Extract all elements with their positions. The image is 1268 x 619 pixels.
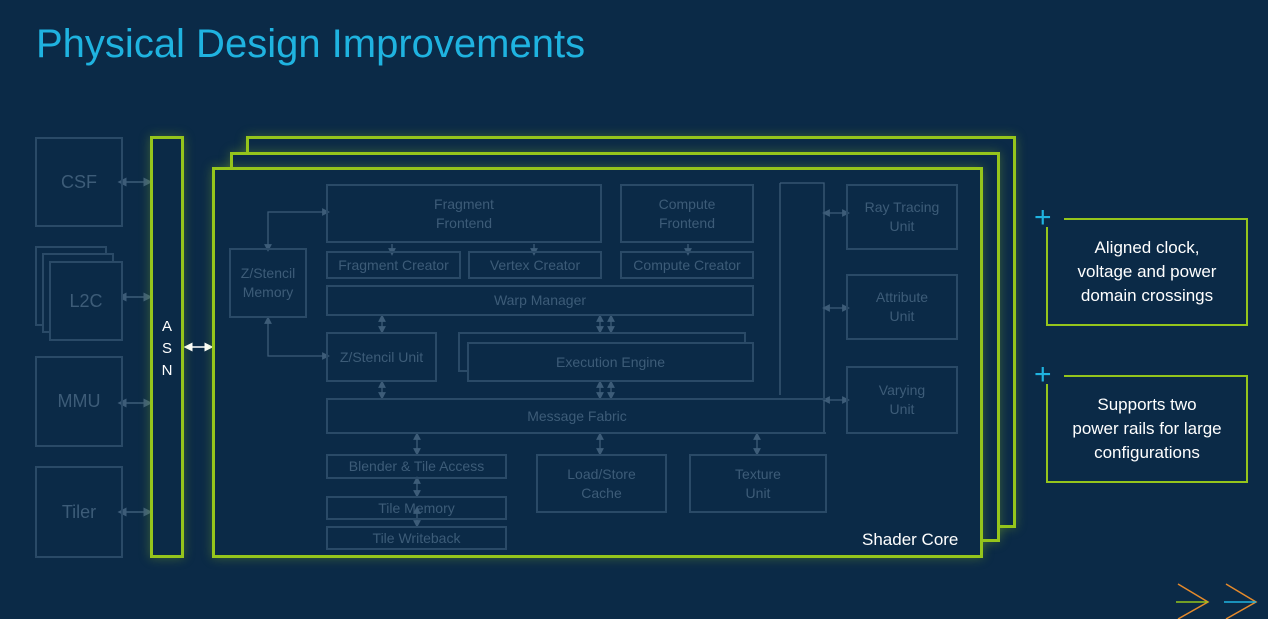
load-store-cache-block: Load/Store Cache [536,454,667,513]
varying-unit-line1: Varying [878,382,926,398]
compute-frontend-line2: Frontend [658,214,716,231]
tiler-block: Tiler [35,466,123,558]
compute-frontend-line1: Compute [658,195,716,212]
ray-tracing-unit-block: Ray Tracing Unit [846,184,958,250]
tile-memory-block: Tile Memory [326,496,507,520]
zstencil-memory-block: Z/Stencil Memory [229,248,307,318]
callout-2-gap [1036,370,1064,384]
attribute-unit-line1: Attribute [875,289,929,305]
zstencil-memory-line2: Memory [242,284,294,300]
zstencil-memory-line1: Z/Stencil [240,265,296,281]
zstencil-unit-label: Z/Stencil Unit [339,348,424,365]
callout-clock-domains: Aligned clock, voltage and power domain … [1046,218,1248,326]
attribute-unit-block: Attribute Unit [846,274,958,340]
asn-bar [150,136,184,558]
callout-2-line3: configurations [1094,443,1200,462]
blender-tile-access-block: Blender & Tile Access [326,454,507,479]
callout-power-rails: Supports two power rails for large confi… [1046,375,1248,483]
zstencil-unit-block: Z/Stencil Unit [326,332,437,382]
callout-1-line2: voltage and power [1077,262,1217,281]
fragment-frontend-block: Fragment Frontend [326,184,602,243]
asn-letter-s: S [161,340,172,357]
callout-2-line1: Supports two [1097,395,1197,414]
callout-2-line2: power rails for large [1072,419,1222,438]
blender-tile-access-label: Blender & Tile Access [348,458,485,474]
vertex-creator-label: Vertex Creator [489,256,581,273]
l2c-block: L2C [49,261,123,341]
load-store-cache-line1: Load/Store [567,465,636,482]
fragment-frontend-line1: Fragment [434,195,494,212]
l2c-label: L2C [69,290,103,311]
mmu-block: MMU [35,356,123,447]
tile-writeback-block: Tile Writeback [326,526,507,550]
tile-memory-label: Tile Memory [378,499,455,516]
load-store-cache-line2: Cache [581,484,622,501]
varying-unit-line2: Unit [889,401,915,417]
compute-frontend-block: Compute Frontend [620,184,754,243]
tile-writeback-label: Tile Writeback [372,529,461,546]
attribute-unit-line2: Unit [889,308,915,324]
message-fabric-block: Message Fabric [326,398,826,434]
csf-block: CSF [35,137,123,227]
callout-1-gap [1036,213,1064,227]
execution-engine-label: Execution Engine [556,353,665,370]
varying-unit-block: Varying Unit [846,366,958,434]
vertex-creator-block: Vertex Creator [468,251,602,279]
texture-unit-line2: Unit [745,484,771,501]
asn-letter-n: N [161,362,173,379]
warp-manager-label: Warp Manager [493,292,587,308]
ray-tracing-unit-line1: Ray Tracing [864,199,940,215]
warp-manager-block: Warp Manager [326,285,754,316]
texture-unit-line1: Texture [735,465,781,482]
shader-core-label: Shader Core [862,530,959,549]
fragment-creator-block: Fragment Creator [326,251,461,279]
tiler-label: Tiler [61,501,97,522]
mmu-label: MMU [57,391,101,411]
fragment-frontend-line2: Frontend [435,214,493,231]
execution-engine-block: Execution Engine [467,342,754,382]
callout-1-line3: domain crossings [1080,286,1214,305]
plus-icon: + [1034,201,1052,234]
csf-label: CSF [61,171,97,192]
plus-icon: + [1034,358,1052,391]
callout-1-line1: Aligned clock, [1094,238,1200,257]
compute-creator-block: Compute Creator [620,251,754,279]
page-title: Physical Design Improvements [36,22,586,66]
message-fabric-label: Message Fabric [527,407,627,424]
texture-unit-block: Texture Unit [689,454,827,513]
asn-letter-a: A [161,318,172,335]
ray-tracing-unit-line2: Unit [889,218,915,234]
compute-creator-label: Compute Creator [633,256,741,273]
fragment-creator-label: Fragment Creator [338,256,449,273]
